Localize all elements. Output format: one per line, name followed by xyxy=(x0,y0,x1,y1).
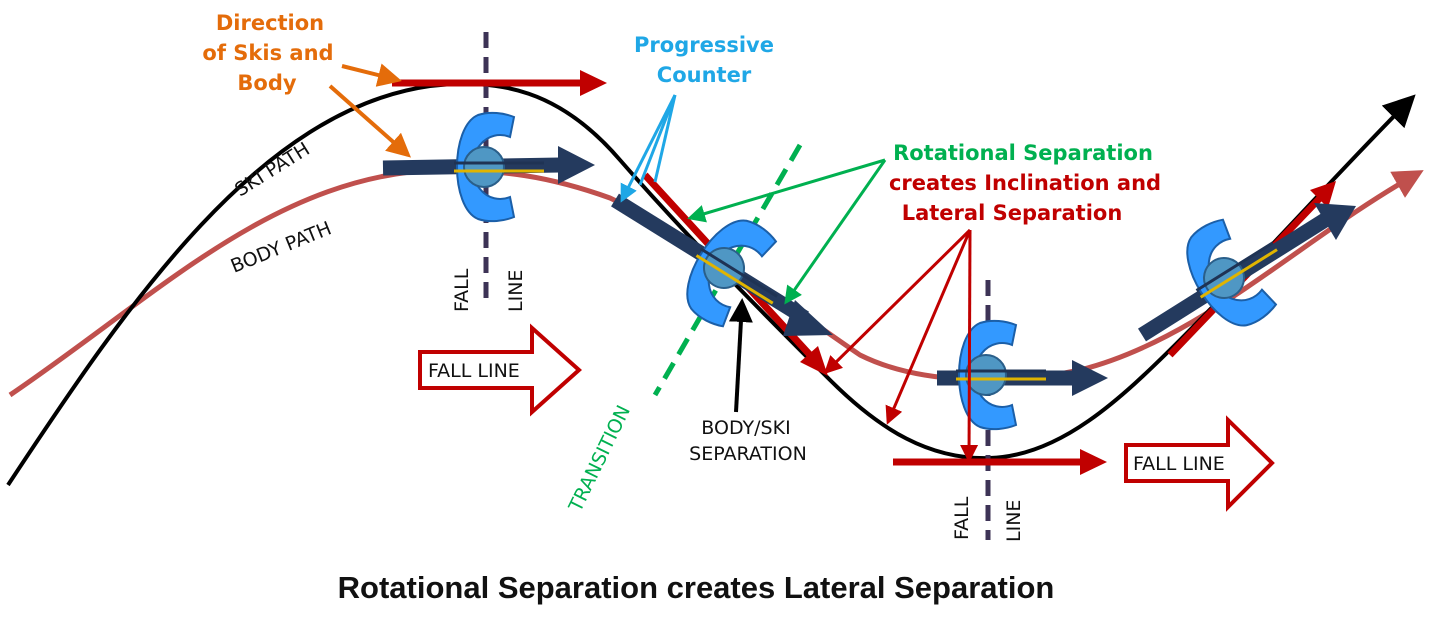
line-label-1: LINE xyxy=(505,270,527,312)
red-pointer-3 xyxy=(960,229,979,463)
red-pointer-2 xyxy=(885,229,972,425)
rotational-label-line2: creates Inclination and xyxy=(889,171,1161,195)
transition-label: TRANSITION xyxy=(564,402,635,516)
red-direction-arrow-top xyxy=(392,70,607,96)
fall-line-arrow-right xyxy=(1124,415,1275,512)
orange-pointer-2 xyxy=(328,84,411,158)
rotational-label-line1: Rotational Separation xyxy=(893,141,1153,165)
cyan-pointer-1 xyxy=(620,94,677,203)
skier-icon xyxy=(671,206,780,331)
red-direction-arrow-bottom xyxy=(893,449,1107,475)
rotational-separation-label: Rotational Separation creates Inclinatio… xyxy=(889,141,1161,225)
direction-label: Direction of Skis and Body xyxy=(202,11,333,95)
fall-label-1: FALL xyxy=(451,268,473,312)
green-pointer-1 xyxy=(687,158,886,223)
progressive-label-line2: Counter xyxy=(657,63,752,87)
progressive-label-line1: Progressive xyxy=(634,33,774,57)
line-label-2: LINE xyxy=(1003,500,1025,542)
ski-path-label: SKI PATH xyxy=(231,138,314,201)
body-ski-label-line2: SEPARATION xyxy=(689,443,807,465)
progressive-counter-label: Progressive Counter xyxy=(634,33,774,87)
body-path-label: BODY PATH xyxy=(228,217,335,277)
orange-pointer-1 xyxy=(341,63,402,87)
fall-line-arrow-left xyxy=(418,323,583,417)
skier-icon xyxy=(1171,215,1280,340)
red-pointer-1 xyxy=(823,228,972,375)
black-pointer xyxy=(728,298,753,413)
fall-line-arrow-right-label: FALL LINE xyxy=(1133,453,1225,475)
direction-label-line2: of Skis and xyxy=(202,41,333,65)
figure-caption: Rotational Separation creates Lateral Se… xyxy=(338,570,1055,605)
cyan-pointer-3 xyxy=(653,94,677,183)
fall-label-2: FALL xyxy=(951,496,973,540)
rotational-label-line3: Lateral Separation xyxy=(902,201,1123,225)
direction-label-line1: Direction xyxy=(216,11,324,35)
skier-icon xyxy=(956,319,1046,431)
direction-label-line3: Body xyxy=(237,71,296,95)
body-ski-separation-label: BODY/SKI SEPARATION xyxy=(689,417,807,465)
skier-icon xyxy=(454,111,544,223)
green-pointer-2 xyxy=(784,159,887,305)
fall-line-arrow-left-label: FALL LINE xyxy=(428,360,520,382)
cyan-pointer-2 xyxy=(638,94,677,186)
body-ski-label-line1: BODY/SKI xyxy=(701,417,790,439)
